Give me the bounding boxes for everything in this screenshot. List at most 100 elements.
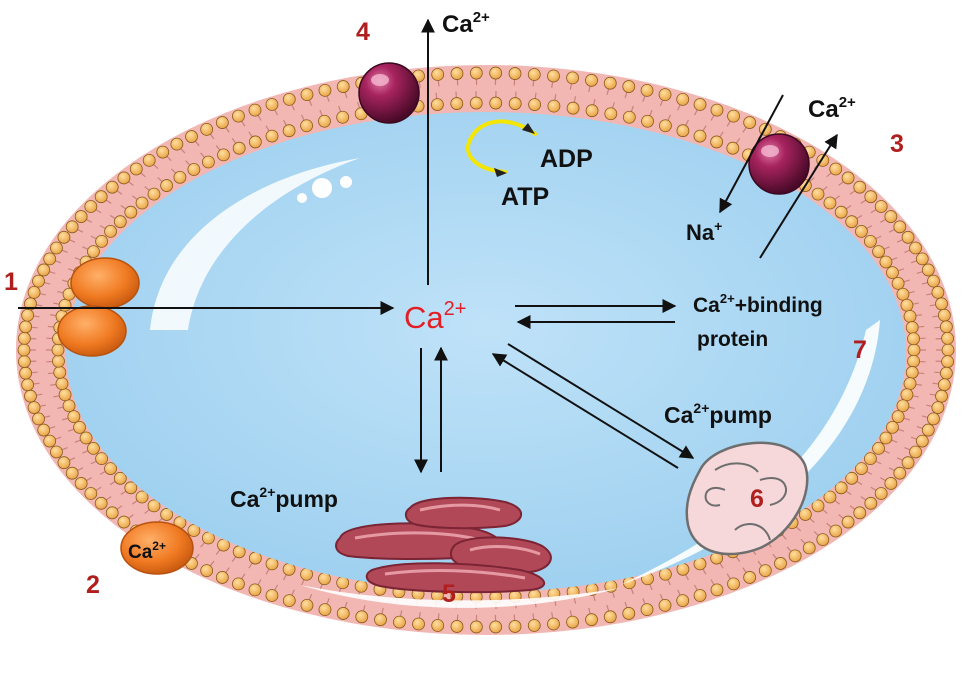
lipid-head — [450, 97, 464, 110]
lipid-head — [658, 88, 672, 102]
lipid-head — [622, 607, 636, 620]
lipid-head — [300, 598, 314, 612]
lipid-head — [21, 308, 35, 322]
lipid-head — [527, 68, 541, 81]
lipid-head — [95, 452, 109, 466]
lipid-head — [248, 103, 262, 117]
lipid-head — [104, 225, 117, 238]
lipid-head — [318, 114, 331, 128]
lipid-head — [935, 297, 948, 311]
lipid-head — [872, 245, 885, 258]
lipid-head — [50, 445, 63, 459]
bubble — [297, 193, 307, 203]
lipid-head — [62, 399, 76, 413]
lipid-head — [921, 423, 935, 437]
number-3: 3 — [890, 130, 904, 158]
lipid-head — [160, 179, 174, 192]
lipid-head — [935, 389, 948, 403]
lipid-head — [811, 187, 825, 201]
lipid-head — [907, 354, 920, 368]
lipid-head — [336, 80, 350, 93]
lipid-head — [160, 508, 174, 521]
na-label: Na+ — [686, 218, 722, 245]
lipid-head — [187, 524, 201, 537]
lipid-head — [834, 481, 848, 495]
lipid-head — [802, 541, 816, 555]
lipid-head — [124, 481, 138, 495]
mitochondrion-pump-label: Ca2+pump — [664, 400, 772, 428]
lipid-head — [855, 225, 868, 238]
number-2: 2 — [86, 571, 100, 599]
lipid-head — [19, 366, 33, 380]
lipid-head — [51, 343, 65, 357]
lipid-head — [941, 355, 954, 368]
lipid-head — [57, 230, 71, 244]
number-1: 1 — [4, 268, 18, 296]
lipid-head — [939, 366, 953, 380]
lipid-head — [87, 442, 100, 455]
lipid-head — [845, 215, 859, 229]
lipid-head — [508, 97, 522, 110]
lipid-head — [823, 490, 837, 504]
lipid-head — [863, 234, 877, 248]
lipid-head — [282, 92, 296, 106]
lipid-head — [774, 557, 787, 570]
lipid-head — [841, 515, 855, 529]
lipid-head — [727, 577, 740, 591]
lipid-head — [841, 171, 855, 185]
transporter-ca-label: Ca2+ — [128, 539, 166, 563]
lipid-head — [21, 378, 35, 392]
lipid-head — [710, 135, 724, 149]
bubble — [340, 176, 352, 188]
number-4: 4 — [356, 18, 370, 46]
atp-label: ATP — [501, 183, 549, 211]
lipid-head — [896, 399, 910, 413]
lipid-head — [18, 332, 31, 345]
lipid-head — [527, 619, 541, 632]
lipid-head — [893, 466, 907, 480]
lipid-head — [939, 320, 953, 334]
lipid-head — [282, 594, 296, 608]
lipid-head — [727, 109, 740, 123]
lipid-head — [147, 187, 161, 201]
step-numbers: 1 2 3 4 5 6 7 — [4, 18, 904, 608]
lipid-head — [265, 98, 279, 111]
arrow-exchanger-ca-out — [759, 133, 838, 259]
lipid-head — [318, 83, 332, 97]
lipid-head — [431, 619, 445, 632]
lipid-head — [37, 423, 51, 437]
lipid-head — [726, 141, 740, 155]
lipid-head — [907, 332, 920, 346]
lipid-head — [265, 129, 279, 143]
lipid-head — [489, 620, 503, 634]
lipid-head — [215, 116, 229, 129]
lipid-head — [829, 524, 843, 538]
lipid-head — [87, 245, 100, 258]
lipid-head — [909, 445, 922, 459]
endoplasmic-reticulum — [335, 496, 552, 594]
lipid-head — [200, 564, 214, 578]
lipid-head — [879, 431, 893, 445]
lipid-head — [927, 412, 940, 426]
lipid-head — [354, 579, 368, 593]
lipid-head — [117, 171, 131, 185]
ca-efflux-top-label: Ca2+ — [442, 9, 490, 38]
lipid-head — [300, 119, 313, 133]
transporter-body — [120, 521, 194, 575]
lipid-head — [50, 241, 63, 255]
lipid-head — [469, 66, 483, 80]
lipid-head — [58, 388, 72, 402]
channel-subunit-lower — [57, 305, 127, 357]
lipid-head — [864, 190, 878, 204]
lipid-head — [17, 343, 31, 357]
arrow-from-mitochondrion — [491, 353, 679, 469]
er-pump-label: Ca2+pump — [230, 484, 338, 512]
lipid-head — [489, 96, 503, 110]
lipid-head — [113, 215, 127, 229]
lipid-head — [710, 103, 724, 117]
lipid-head — [185, 130, 198, 143]
lipid-head — [528, 98, 542, 111]
lipid-head — [170, 137, 184, 151]
lipid-head — [73, 420, 86, 434]
lipid-head — [903, 377, 917, 391]
